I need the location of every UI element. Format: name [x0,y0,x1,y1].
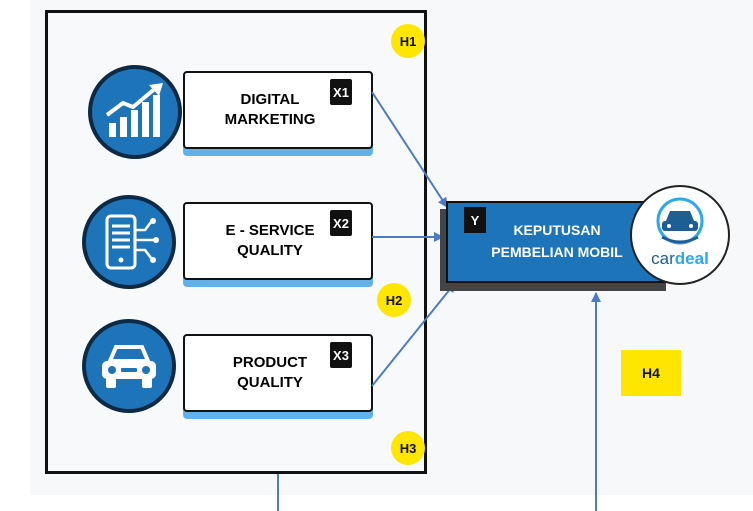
variable-tag-x3: X3 [330,342,352,368]
variable-card-x1: DIGITAL MARKETING [183,71,373,149]
variable-tag-x2: X2 [330,210,352,236]
variable-label-x1: DIGITAL MARKETING [224,91,316,128]
hypothesis-badge-h1: H1 [391,24,425,58]
variable-tag-x1: X1 [330,79,352,105]
arrow-x1-to-y [371,91,448,208]
cardeal-logo: cardeal [630,185,730,285]
hypothesis-badge-h3: H3 [391,431,425,465]
growth-chart-icon [88,65,182,159]
variable-label-y: KEPUTUSAN PEMBELIAN MOBIL [491,222,623,260]
variable-tag-y: Y [464,207,486,233]
hypothesis-badge-h2: H2 [377,283,411,317]
logo-word-car: car [651,249,675,268]
mobile-phone-circuit-icon [82,195,176,289]
logo-word-deal: deal [674,249,709,268]
hypothesis-label-h4: H4 [621,350,681,396]
car-front-icon [82,319,176,413]
car-handshake-logo-icon [656,197,704,245]
arrow-x3-to-y [371,282,456,387]
variable-label-x2: E - SERVICE QUALITY [225,222,315,259]
logo-wordmark: cardeal [632,249,728,269]
variable-label-x3: PRODUCT QUALITY [232,354,308,391]
